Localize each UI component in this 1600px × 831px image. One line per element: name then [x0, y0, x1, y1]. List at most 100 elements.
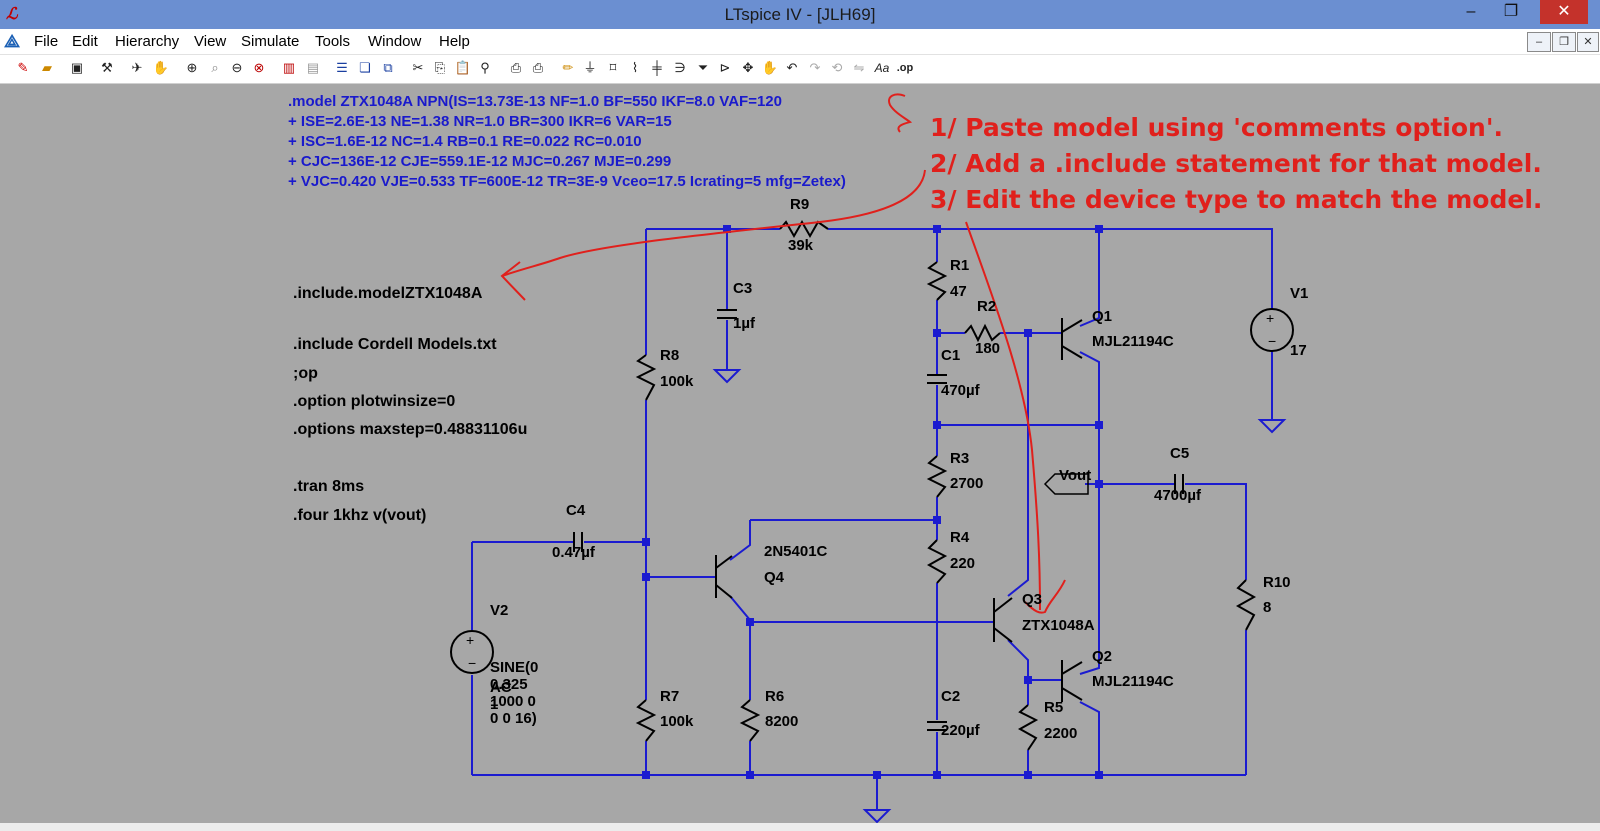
- label-r5-value[interactable]: 2200: [1044, 725, 1078, 742]
- label-r1-name[interactable]: R1: [950, 257, 970, 274]
- mdi-minimize-icon[interactable]: –: [1527, 32, 1551, 52]
- label-r9-name[interactable]: R9: [790, 196, 810, 213]
- model-statement[interactable]: .model ZTX1048A NPN(IS=13.73E-13 NF=1.0 …: [288, 92, 846, 192]
- print-icon[interactable]: ⎙: [532, 60, 544, 75]
- directive-plotwinsize[interactable]: .option plotwinsize=0: [293, 393, 456, 410]
- zoom-in-icon[interactable]: ⊕: [186, 60, 198, 75]
- control-panel-icon[interactable]: ⚒: [101, 60, 113, 75]
- halt-icon[interactable]: ✋: [152, 60, 170, 75]
- directive-include-model[interactable]: .include.modelZTX1048A: [293, 285, 483, 302]
- label-v2-value[interactable]: SINE(0 0.325 1000 0 0 0 16): [490, 659, 539, 727]
- menu-simulate[interactable]: Simulate: [241, 33, 300, 50]
- label-c1-name[interactable]: C1: [941, 347, 961, 364]
- label-c5-value[interactable]: 4700µf: [1154, 487, 1202, 504]
- cut-icon[interactable]: ✂: [412, 60, 424, 75]
- minimize-icon[interactable]: –: [1466, 3, 1476, 20]
- menu-tools[interactable]: Tools: [315, 33, 351, 50]
- text-icon[interactable]: Aa: [874, 61, 890, 75]
- spice-directive-icon[interactable]: .op: [896, 62, 914, 74]
- label-r6-value[interactable]: 8200: [765, 713, 799, 730]
- drag-icon[interactable]: ✋: [761, 60, 779, 75]
- save-icon[interactable]: ▣: [70, 60, 84, 75]
- directive-op[interactable]: ;op: [293, 365, 318, 382]
- label-r7-name[interactable]: R7: [660, 688, 680, 705]
- label-v2-name[interactable]: V2: [490, 602, 509, 619]
- menu-hierarchy[interactable]: Hierarchy: [115, 33, 180, 50]
- net-label-vout-text[interactable]: Vout: [1059, 467, 1092, 484]
- label-c2-value[interactable]: 220µf: [941, 722, 980, 739]
- label-c3-value[interactable]: 1µf: [733, 315, 755, 332]
- open-icon[interactable]: ▰: [42, 60, 52, 75]
- component-icon[interactable]: ⊳: [719, 60, 731, 75]
- label-c3-name[interactable]: C3: [733, 280, 753, 297]
- find-icon[interactable]: ⚲: [480, 60, 490, 75]
- label-r3-name[interactable]: R3: [950, 450, 970, 467]
- move-icon[interactable]: ✥: [742, 60, 754, 75]
- capacitor-icon[interactable]: ╪: [652, 60, 662, 75]
- mdi-close-icon[interactable]: ✕: [1577, 32, 1599, 52]
- directive-include-cordell[interactable]: .include Cordell Models.txt: [293, 336, 497, 353]
- close-icon[interactable]: ✕: [1540, 0, 1588, 24]
- label-c2-name[interactable]: C2: [941, 688, 961, 705]
- label-c4-name[interactable]: C4: [566, 502, 586, 519]
- label-r8-name[interactable]: R8: [660, 347, 680, 364]
- label-c4-value[interactable]: 0.47µf: [552, 544, 595, 561]
- label-c5-name[interactable]: C5: [1170, 445, 1190, 462]
- zoom-pan-icon[interactable]: ⌕: [211, 60, 219, 75]
- inductor-icon[interactable]: ∋: [674, 60, 686, 75]
- ground-icon[interactable]: ⏚: [583, 60, 597, 75]
- zoom-fit-icon[interactable]: ⊗: [253, 60, 265, 75]
- menu-edit[interactable]: Edit: [72, 33, 98, 50]
- wire-icon[interactable]: ✏: [562, 60, 574, 75]
- label-r10-value[interactable]: 8: [1263, 599, 1272, 616]
- new-schematic-icon[interactable]: ✎: [17, 60, 29, 75]
- label-q1-value[interactable]: MJL21194C: [1092, 333, 1174, 350]
- label-r5-name[interactable]: R5: [1044, 699, 1064, 716]
- label-r2-name[interactable]: R2: [977, 298, 997, 315]
- cascade-icon[interactable]: ❏: [359, 60, 371, 75]
- label-icon[interactable]: ⌑: [609, 60, 617, 75]
- close-all-icon[interactable]: ⧉: [383, 60, 393, 75]
- print-preview-icon[interactable]: ⎙: [510, 60, 522, 75]
- cancel-icon[interactable]: ▤: [306, 60, 320, 75]
- schematic-canvas[interactable]: +− +− .model ZTX1048A NPN(IS=13.73E-13 N…: [0, 84, 1600, 824]
- directive-tran[interactable]: .tran 8ms: [293, 478, 365, 495]
- label-r3-value[interactable]: 2700: [950, 475, 984, 492]
- label-q4-name[interactable]: Q4: [764, 569, 785, 586]
- tile-horizontal-icon[interactable]: ☰: [336, 60, 348, 75]
- copy-icon[interactable]: ⎘: [434, 60, 446, 75]
- menu-file[interactable]: File: [34, 33, 59, 50]
- label-v1-value[interactable]: 17: [1290, 342, 1307, 359]
- rotate-icon[interactable]: ⟲: [831, 60, 843, 75]
- label-r4-name[interactable]: R4: [950, 529, 970, 546]
- label-r9-value[interactable]: 39k: [788, 237, 814, 254]
- directive-maxstep[interactable]: .options maxstep=0.48831106u: [293, 421, 528, 438]
- label-r10-name[interactable]: R10: [1263, 574, 1291, 591]
- label-q2-value[interactable]: MJL21194C: [1092, 673, 1174, 690]
- autorange-icon[interactable]: ▥: [282, 60, 296, 75]
- label-r4-value[interactable]: 220: [950, 555, 976, 572]
- redo-icon[interactable]: ↷: [809, 60, 821, 75]
- label-r7-value[interactable]: 100k: [660, 713, 694, 730]
- label-r2-value[interactable]: 180: [975, 340, 1001, 357]
- menu-window[interactable]: Window: [368, 33, 422, 50]
- label-v2-ac[interactable]: AC 1: [490, 679, 512, 713]
- label-r1-value[interactable]: 47: [950, 283, 967, 300]
- mdi-restore-icon[interactable]: ❐: [1552, 32, 1576, 52]
- label-r8-value[interactable]: 100k: [660, 373, 694, 390]
- label-q3-value[interactable]: ZTX1048A: [1022, 617, 1095, 634]
- mirror-icon[interactable]: ⇋: [853, 60, 865, 75]
- label-c1-value[interactable]: 470µf: [941, 382, 980, 399]
- document-icon[interactable]: ⟁: [4, 31, 21, 51]
- ltspice-icon[interactable]: ℒ: [6, 4, 18, 23]
- maximize-icon[interactable]: ❐: [1503, 3, 1519, 20]
- directive-four[interactable]: .four 1khz v(vout): [293, 507, 427, 524]
- label-q2-name[interactable]: Q2: [1092, 648, 1113, 665]
- zoom-out-icon[interactable]: ⊖: [231, 60, 243, 75]
- label-q3-name[interactable]: Q3: [1022, 591, 1043, 608]
- paste-icon[interactable]: 📋: [454, 60, 472, 75]
- menu-help[interactable]: Help: [439, 33, 470, 50]
- label-q4-value[interactable]: 2N5401C: [764, 543, 828, 560]
- label-r6-name[interactable]: R6: [765, 688, 785, 705]
- label-v1-name[interactable]: V1: [1290, 285, 1309, 302]
